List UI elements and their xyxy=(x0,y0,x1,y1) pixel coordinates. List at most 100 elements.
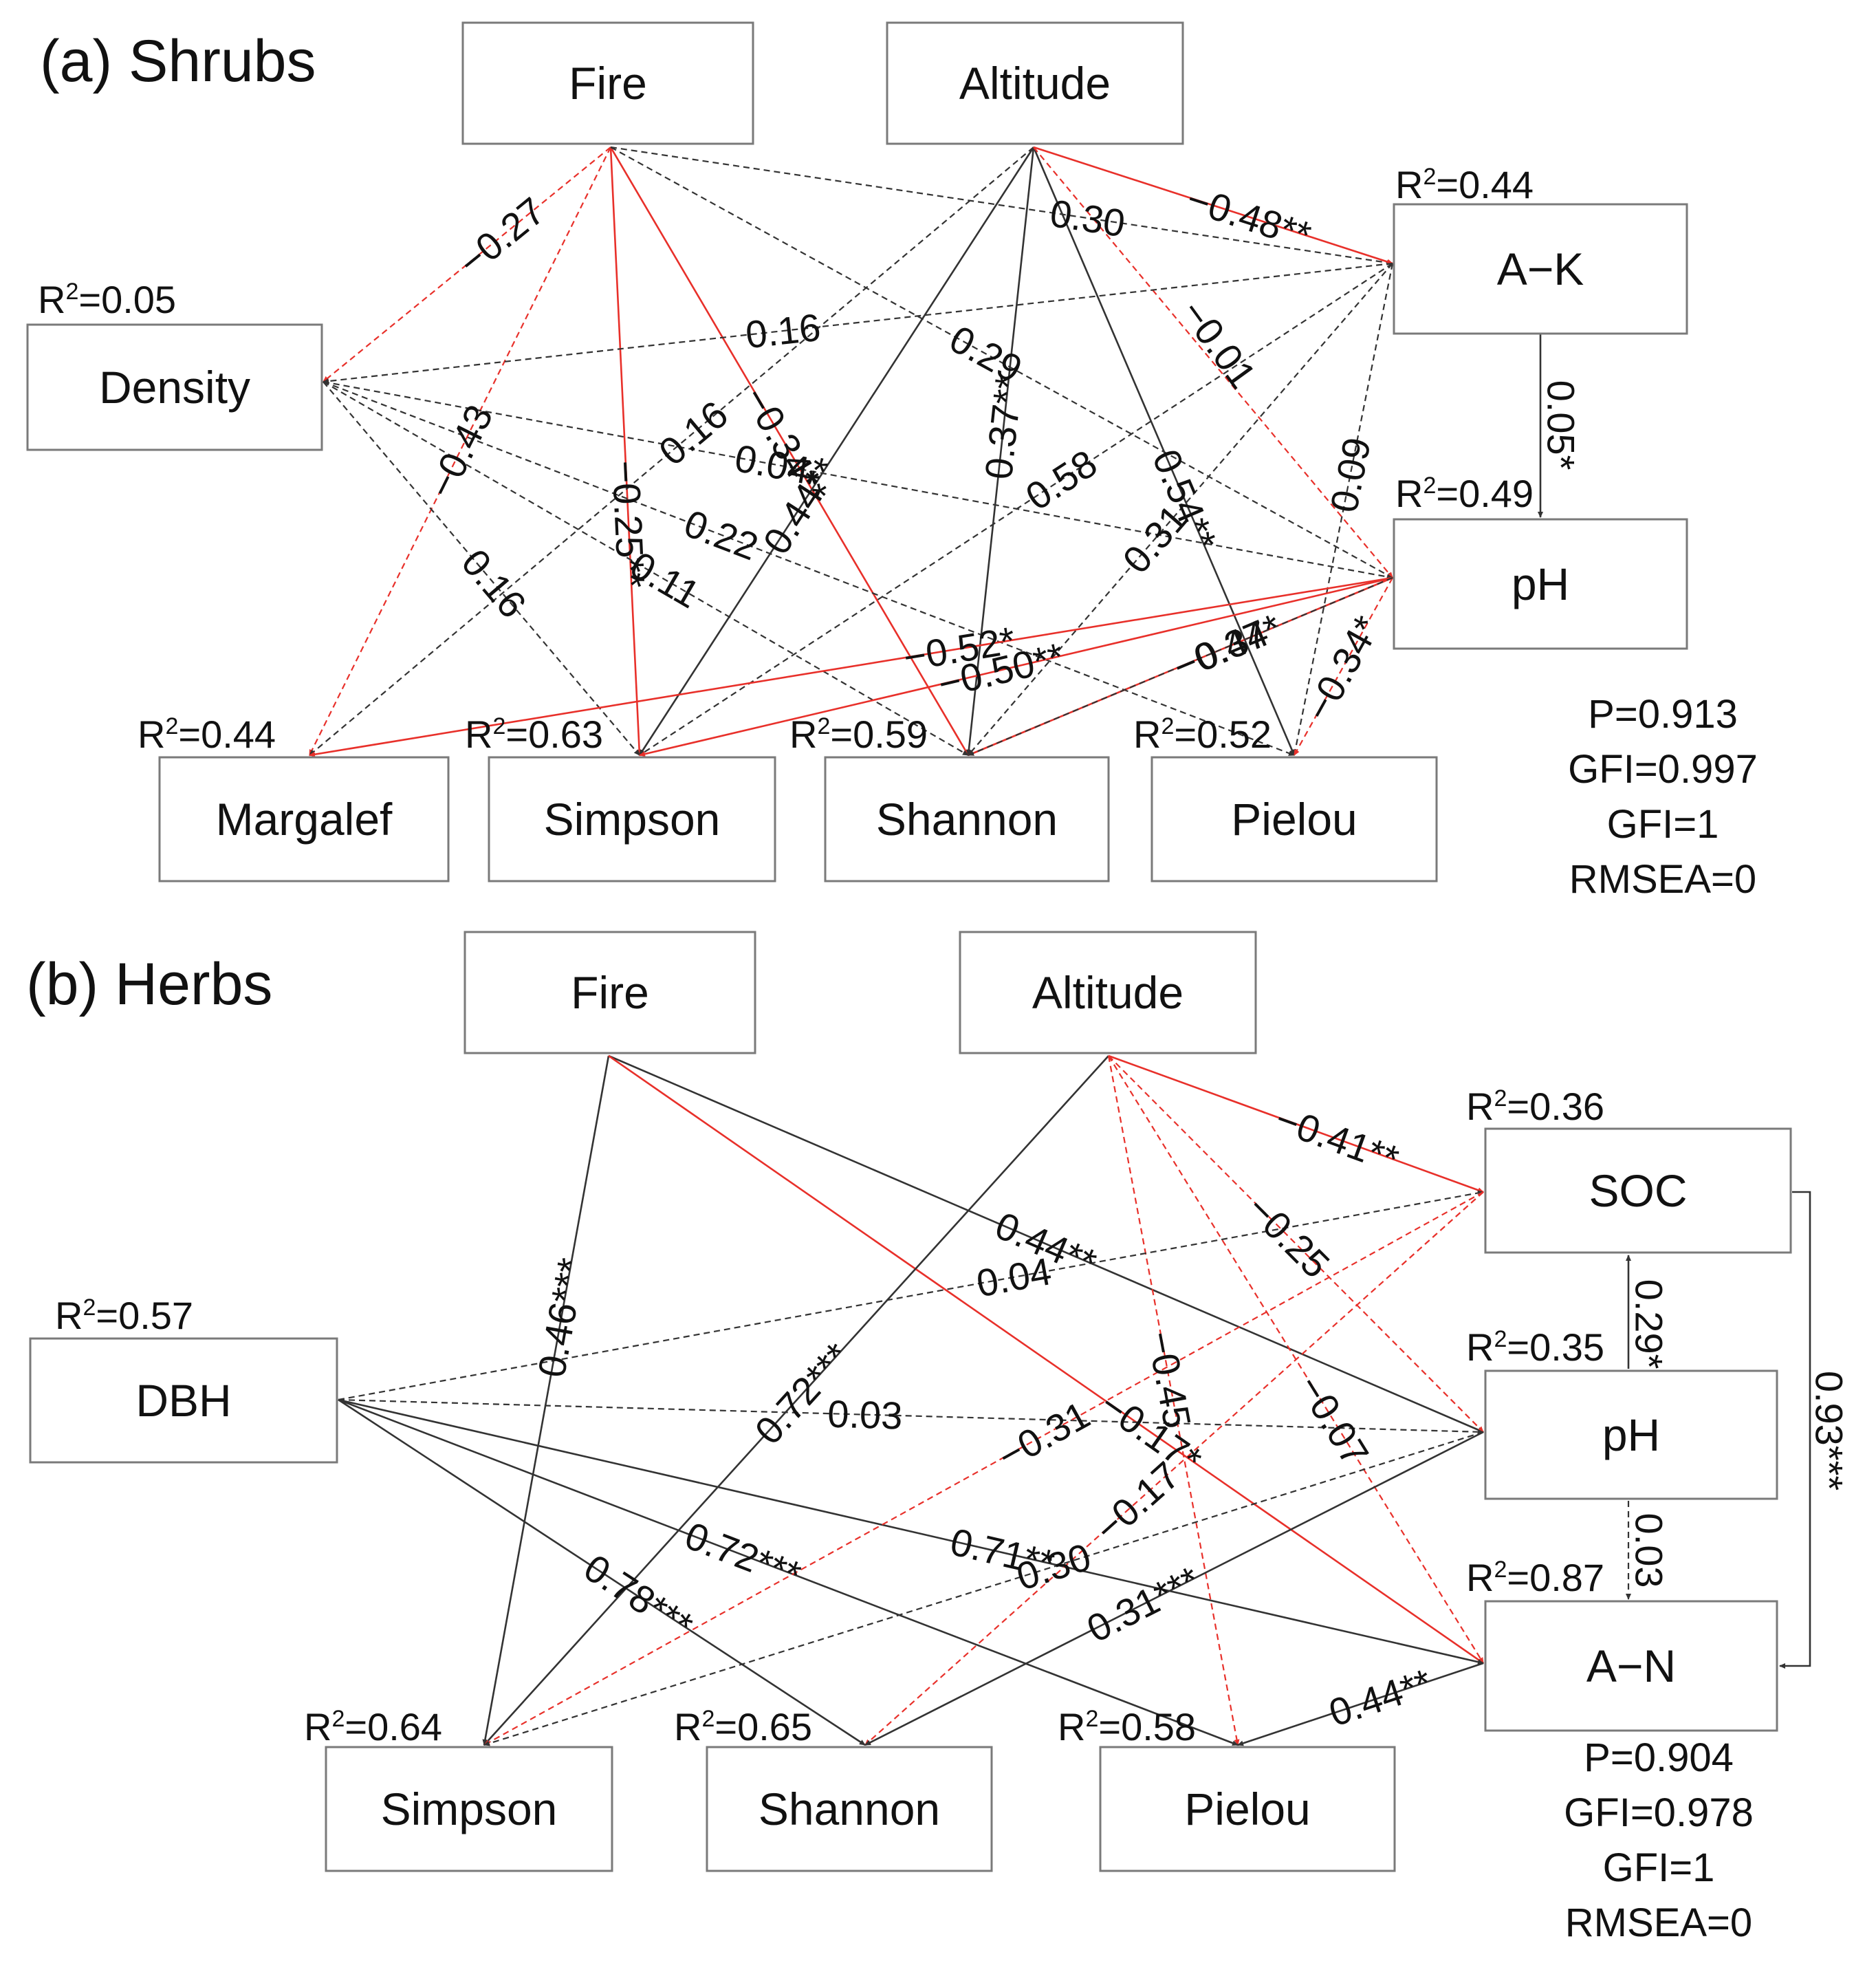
r2-value-shannon: =0.65 xyxy=(715,1705,812,1748)
node-box-pielou xyxy=(1099,1746,1396,1872)
r2-label-simpson: R2=0.64 xyxy=(304,1705,442,1748)
path-ak-to-density xyxy=(323,262,1393,384)
path-ph-to-simpson xyxy=(483,1431,1484,1746)
path-altitude-to-ak xyxy=(1033,146,1393,265)
path-density-to-pielou xyxy=(323,380,1295,757)
coef-altitude-to-ak: −0.48** xyxy=(1181,177,1316,257)
coef-soc-to-simpson: −0.31 xyxy=(990,1393,1096,1478)
coef-density-to-pielou: 0.22 xyxy=(679,501,764,569)
coef-altitude-to-ph: −0.01 xyxy=(1172,292,1265,396)
r2-label-ak: R2=0.44 xyxy=(1395,163,1534,206)
r2-value-simpson: =0.64 xyxy=(345,1705,442,1748)
r2-label-margalef: R2=0.44 xyxy=(138,713,276,756)
coef-ak-to-density: 0.16 xyxy=(743,305,822,357)
path-altitude-to-simpson xyxy=(638,147,1035,756)
path-altitude-to-margalef xyxy=(309,147,1034,756)
coef-ph-to-pielou: −0.34* xyxy=(1296,609,1388,728)
node-label-simpson: Simpson xyxy=(381,1784,558,1834)
node-box-shannon xyxy=(824,756,1110,882)
node-box-ph xyxy=(1393,518,1688,650)
path-altitude-to-simpson xyxy=(483,1055,1109,1746)
r2-label-shannon: R2=0.65 xyxy=(674,1705,812,1748)
paths-layer-herbs xyxy=(338,1054,1811,1746)
r2-value-soc: =0.36 xyxy=(1507,1085,1604,1128)
coef-altitude-to-margalef: 0.16 xyxy=(651,392,736,473)
path-dbh-to-soc xyxy=(338,1190,1484,1401)
node-label-fire: Fire xyxy=(569,58,647,109)
fit-gfi-2: GFI=1 xyxy=(1607,802,1719,847)
paths-layer-shrubs xyxy=(309,146,1543,757)
node-label-altitude: Altitude xyxy=(959,58,1111,109)
node-label-ak: A−K xyxy=(1497,243,1584,294)
node-box-pielou xyxy=(1150,756,1438,882)
fit-gfi: GFI=0.978 xyxy=(1564,1790,1754,1835)
r2-label-soc: R2=0.36 xyxy=(1466,1085,1604,1128)
r2-value-pielou: =0.52 xyxy=(1174,713,1272,756)
coef-ak-to-pielou: 0.09 xyxy=(1322,434,1379,516)
coef-fire-to-margalef: −0.43 xyxy=(419,398,501,505)
coef-ak-to-ph: 0.05* xyxy=(1540,380,1583,470)
path-altitude-to-pielou xyxy=(1107,1055,1240,1746)
node-box-density xyxy=(26,323,323,451)
r2-label-an: R2=0.87 xyxy=(1466,1556,1604,1599)
fit-p-value: P=0.904 xyxy=(1584,1735,1734,1780)
coef-ph-to-soc: 0.29* xyxy=(1628,1279,1671,1369)
node-label-pielou: Pielou xyxy=(1184,1784,1310,1834)
coef-ph-to-shannon: 0.31*** xyxy=(1080,1558,1207,1651)
path-ph-to-shannon xyxy=(864,1431,1484,1746)
path-density-to-shannon xyxy=(323,381,969,756)
r2-value-dbh: =0.57 xyxy=(96,1294,193,1337)
r2-label-dbh: R2=0.57 xyxy=(55,1294,193,1337)
node-label-soc: SOC xyxy=(1589,1165,1687,1216)
r2-label-density: R2=0.05 xyxy=(38,278,176,321)
fit-p-value: P=0.913 xyxy=(1588,692,1738,737)
path-fire-to-ph xyxy=(610,147,1393,578)
path-density-to-ph xyxy=(323,380,1393,580)
node-box-simpson xyxy=(488,756,776,882)
coef-an-to-pielou: 0.44** xyxy=(1324,1660,1437,1735)
coef-fire-to-simpson: 0.46*** xyxy=(530,1255,593,1380)
path-fire-to-simpson xyxy=(482,1055,610,1746)
coef-altitude-to-shannon: 0.37** xyxy=(977,372,1031,481)
r2-value-density: =0.05 xyxy=(78,278,176,321)
coef-soc-to-an: 0.93*** xyxy=(1808,1371,1851,1491)
coef-dbh-to-ph: 0.03 xyxy=(827,1392,904,1438)
path-dbh-to-ph xyxy=(338,1398,1484,1435)
node-box-simpson xyxy=(325,1746,613,1872)
fit-indices-shrubs: P=0.913 GFI=0.997 GFI=1 RMSEA=0 xyxy=(1568,692,1758,902)
node-box-dbh xyxy=(29,1337,338,1464)
fit-gfi: GFI=0.997 xyxy=(1568,747,1758,792)
path-dbh-to-an xyxy=(338,1398,1484,1665)
r2-label-pielou: R2=0.58 xyxy=(1058,1705,1196,1748)
fit-rmsea: RMSEA=0 xyxy=(1569,857,1756,902)
node-label-simpson: Simpson xyxy=(544,794,721,845)
coef-altitude-to-an: −0.07 xyxy=(1289,1367,1377,1473)
r2-label-ph: R2=0.49 xyxy=(1395,472,1534,515)
node-box-soc xyxy=(1484,1127,1792,1254)
r2-label-shannon: R2=0.59 xyxy=(789,713,928,756)
path-fire-to-ph xyxy=(608,1054,1484,1433)
coef-fire-to-simpson: −0.25** xyxy=(604,459,653,589)
panel-title-shrubs: (a) Shrubs xyxy=(40,28,316,94)
path-ak-to-shannon xyxy=(968,263,1393,756)
node-label-ph: pH xyxy=(1512,559,1569,609)
r2-label-simpson: R2=0.63 xyxy=(465,713,603,756)
path-altitude-to-soc xyxy=(1108,1054,1484,1193)
node-label-density: Density xyxy=(99,362,250,413)
path-ph-to-pielou xyxy=(1294,577,1393,756)
path-altitude-to-shannon xyxy=(966,147,1035,756)
path-density-to-simpson xyxy=(323,381,640,756)
coef-density-to-simpson: 0.16 xyxy=(453,541,535,626)
node-box-shannon xyxy=(706,1746,993,1872)
node-box-an xyxy=(1484,1600,1778,1732)
node-label-ph: pH xyxy=(1602,1409,1660,1460)
path-ph-to-shannon xyxy=(968,576,1393,757)
path-dbh-to-pielou xyxy=(338,1398,1239,1746)
path-soc-to-simpson xyxy=(483,1191,1484,1746)
path-fire-to-ak xyxy=(610,146,1393,266)
